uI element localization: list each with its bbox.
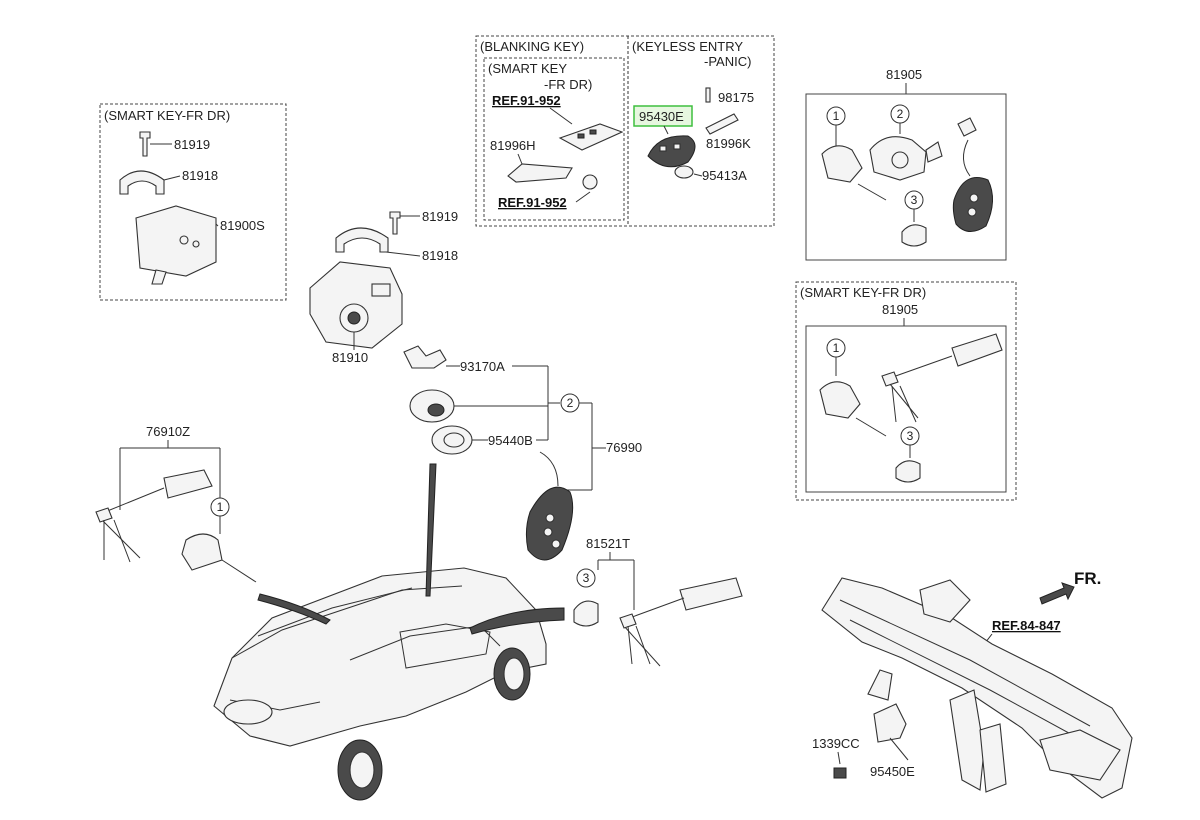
smart-key-fob-top[interactable] — [952, 177, 993, 232]
screw-81919-b[interactable] — [389, 211, 401, 235]
part-81905-a[interactable]: 81905 — [886, 67, 922, 82]
callout-2-center-label: 2 — [567, 396, 574, 410]
smart-key-left-title: (SMART KEY-FR DR) — [104, 108, 230, 123]
pointer-arrow-left — [257, 593, 331, 625]
cap-81521t[interactable] — [573, 600, 599, 627]
smart-key-left-box — [99, 103, 287, 301]
battery-coin[interactable] — [582, 174, 598, 190]
blank-key-81996h[interactable] — [507, 163, 573, 183]
callout-2-top-label: 2 — [897, 107, 904, 121]
part-81996k[interactable]: 81996K — [706, 136, 751, 151]
module-95450e[interactable] — [873, 703, 907, 743]
bracket-93170a[interactable] — [403, 345, 447, 369]
part-76990[interactable]: 76990 — [606, 440, 642, 455]
pointer-arrow-center — [425, 463, 437, 597]
antenna-module-right[interactable] — [951, 333, 1003, 367]
smart-key-fob-76990[interactable] — [525, 486, 574, 561]
part-81996h[interactable]: 81996H — [490, 138, 536, 153]
part-81918-b[interactable]: 81918 — [422, 248, 458, 263]
part-81521t[interactable]: 81521T — [586, 536, 630, 551]
smart-key-left-group: (SMART KEY-FR DR) 81919 81918 81900S — [99, 103, 287, 301]
center-lock-assembly: 81919 81918 81910 — [309, 209, 458, 365]
antenna-rod[interactable] — [867, 669, 893, 701]
fr-arrow-icon — [1039, 582, 1075, 605]
part-95450e[interactable]: 95450E — [870, 764, 915, 779]
blanking-key-group: (BLANKING KEY) (SMART KEY -FR DR) REF.91… — [475, 35, 775, 227]
pointer-arrow-right — [469, 607, 565, 635]
callout-3-center-label: 3 — [583, 571, 590, 585]
smart-key-right-box — [795, 281, 1017, 501]
battery-95413a[interactable] — [674, 165, 694, 179]
part-95413a[interactable]: 95413A — [702, 168, 747, 183]
door-lock-cylinder-right[interactable] — [819, 381, 861, 419]
clamp-81918-b[interactable] — [335, 227, 389, 253]
part-76910z[interactable]: 76910Z — [146, 424, 190, 439]
key-blade-81996k[interactable] — [705, 113, 739, 135]
ref-84-847[interactable]: REF.84-847 — [992, 618, 1061, 633]
smart-key-right-group: (SMART KEY-FR DR) 81905 1 3 — [795, 281, 1017, 501]
antenna-module[interactable] — [163, 469, 213, 499]
ref-91-952-a[interactable]: REF.91-952 — [492, 93, 561, 108]
tailgate-81521t-group: 81521T 3 — [573, 536, 743, 667]
part-81918-a[interactable]: 81918 — [182, 168, 218, 183]
smart-key-right-title: (SMART KEY-FR DR) — [800, 285, 926, 300]
clamp-81918-a[interactable] — [119, 170, 165, 195]
nut-1339cc[interactable] — [833, 767, 847, 779]
part-95440b[interactable]: 95440B — [488, 433, 533, 448]
blanking-key-title: (BLANKING KEY) — [480, 39, 584, 54]
callout-3-right-label: 3 — [907, 429, 914, 443]
box-81905-top — [805, 93, 1007, 261]
dash-frame-group: FR. REF.84-847 95450E 1339CC — [812, 569, 1133, 799]
ref-91-952-b[interactable]: REF.91-952 — [498, 195, 567, 210]
callout-3-top-label: 3 — [911, 193, 918, 207]
callout-1-left-label: 1 — [217, 500, 224, 514]
callout-1-top-label: 1 — [833, 109, 840, 123]
callout-3-center — [576, 568, 596, 588]
part-81905-b[interactable]: 81905 — [882, 302, 918, 317]
smart-key-inner-title-2: -FR DR) — [544, 77, 592, 92]
callout-1-right-label: 1 — [833, 341, 840, 355]
smart-key-card[interactable] — [558, 123, 624, 151]
smart-key-inner-title-1: (SMART KEY — [488, 61, 567, 76]
ignition-parts: 93170A 95440B 2 76990 — [403, 345, 642, 561]
cap-right[interactable] — [895, 460, 921, 483]
cap-top[interactable] — [901, 224, 927, 247]
part-81919-a[interactable]: 81919 — [174, 137, 210, 152]
part-1339cc[interactable]: 1339CC — [812, 736, 860, 751]
keyless-entry-title-2: -PANIC) — [704, 54, 751, 69]
part-81900s[interactable]: 81900S — [220, 218, 265, 233]
keyless-fob-95430e[interactable] — [647, 135, 696, 168]
part-81919-b[interactable]: 81919 — [422, 209, 458, 224]
lock-body-81900s[interactable] — [135, 205, 217, 277]
blanking-key-outer-box — [475, 35, 775, 227]
highlight-95430e[interactable] — [633, 105, 693, 127]
keyless-entry-title-1: (KEYLESS ENTRY — [632, 39, 743, 54]
part-93170a[interactable]: 93170A — [460, 359, 505, 374]
door-lock-cylinder-top[interactable] — [821, 145, 863, 183]
part-81910[interactable]: 81910 — [332, 350, 368, 365]
screw-81919-a[interactable] — [139, 131, 151, 157]
pin-98175[interactable] — [705, 87, 711, 103]
fr-label: FR. — [1074, 569, 1101, 588]
box-81905-bottom — [805, 325, 1007, 493]
part-98175[interactable]: 98175 — [718, 90, 754, 105]
assembly-81905-top: 81905 1 2 3 — [805, 67, 1007, 261]
part-95430e[interactable]: 95430E — [639, 109, 684, 124]
antenna-module-rear[interactable] — [679, 577, 743, 611]
vehicle-illustration — [213, 463, 565, 801]
door-handle-76910z-group: 76910Z 1 — [95, 424, 257, 583]
smart-key-inner-box — [483, 57, 625, 221]
door-lock-cylinder-left[interactable] — [181, 533, 223, 571]
